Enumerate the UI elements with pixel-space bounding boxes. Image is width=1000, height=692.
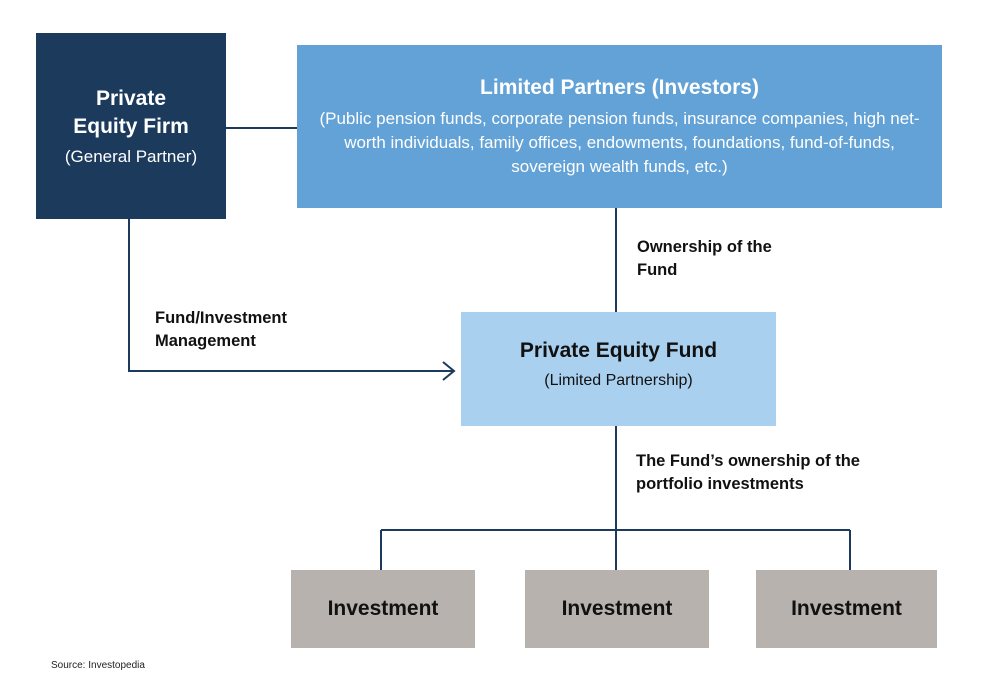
portfolio-ownership-label: The Fund’s ownership of the portfolio in… <box>636 452 860 493</box>
investment-label-2: Investment <box>561 597 673 620</box>
limited-partners-box: Limited Partners (Investors) (Public pen… <box>297 45 942 208</box>
general-partner-subtitle: (General Partner) <box>64 147 198 166</box>
investment-box-1: Investment <box>291 570 475 648</box>
investment-box-3: Investment <box>756 570 937 648</box>
source-caption: Source: Investopedia <box>51 660 145 671</box>
general-partner-title: Private Equity Firm <box>73 87 189 138</box>
management-connector <box>128 219 453 372</box>
investment-label-3: Investment <box>791 597 902 620</box>
management-label: Fund/Investment Management <box>155 309 288 350</box>
limited-partners-title: Limited Partners (Investors) <box>480 76 759 99</box>
fund-title: Private Equity Fund <box>519 339 718 362</box>
fund-subtitle: (Limited Partnership) <box>544 372 693 389</box>
limited-partners-description: (Public pension funds, corporate pension… <box>319 109 920 176</box>
investment-label-1: Investment <box>327 597 439 620</box>
private-equity-fund-box: Private Equity Fund (Limited Partnership… <box>461 312 776 426</box>
general-partner-box: Private Equity Firm (General Partner) <box>36 33 226 219</box>
management-arrowhead <box>442 361 456 381</box>
investment-box-2: Investment <box>525 570 709 648</box>
ownership-label: Ownership of the Fund <box>637 238 772 279</box>
